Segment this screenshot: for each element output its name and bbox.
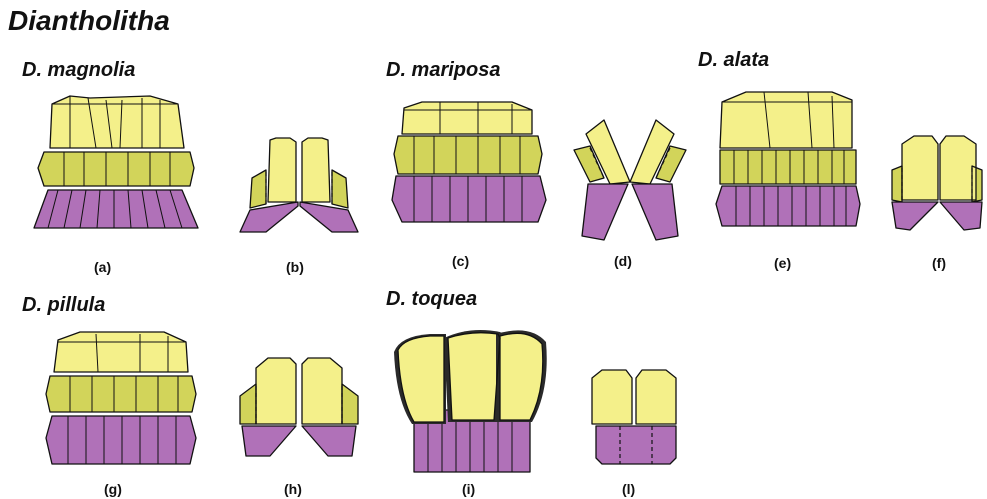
panel-label-f: (f)	[932, 255, 946, 271]
drawing-g-pillula	[46, 332, 196, 464]
panel-label-d: (d)	[614, 253, 632, 269]
panel-label-b: (b)	[286, 259, 304, 275]
drawing-a-magnolia	[34, 96, 198, 228]
drawing-h-pillula-section	[240, 358, 358, 456]
species-label-mariposa: D. mariposa	[386, 59, 500, 81]
species-label-toquea: D. toquea	[386, 288, 477, 310]
species-label-alata: D. alata	[698, 49, 769, 71]
panel-label-a: (a)	[94, 259, 111, 275]
drawing-b-magnolia-section	[240, 138, 358, 232]
drawing-i-toquea	[394, 330, 547, 472]
species-label-pillula: D. pillula	[22, 294, 105, 316]
panel-label-l: (l)	[622, 481, 635, 497]
drawing-e-alata	[716, 92, 860, 226]
drawing-f-alata-section	[892, 136, 982, 230]
drawing-l-toquea-section	[592, 370, 676, 464]
drawing-c-mariposa	[392, 102, 546, 222]
panel-label-c: (c)	[452, 253, 469, 269]
panel-label-g: (g)	[104, 481, 122, 497]
panel-label-i: (i)	[462, 481, 475, 497]
panel-label-h: (h)	[284, 481, 302, 497]
panel-label-e: (e)	[774, 255, 791, 271]
genus-title: Diantholitha	[8, 5, 170, 36]
drawing-d-mariposa-section	[574, 120, 686, 240]
species-label-magnolia: D. magnolia	[22, 59, 135, 81]
